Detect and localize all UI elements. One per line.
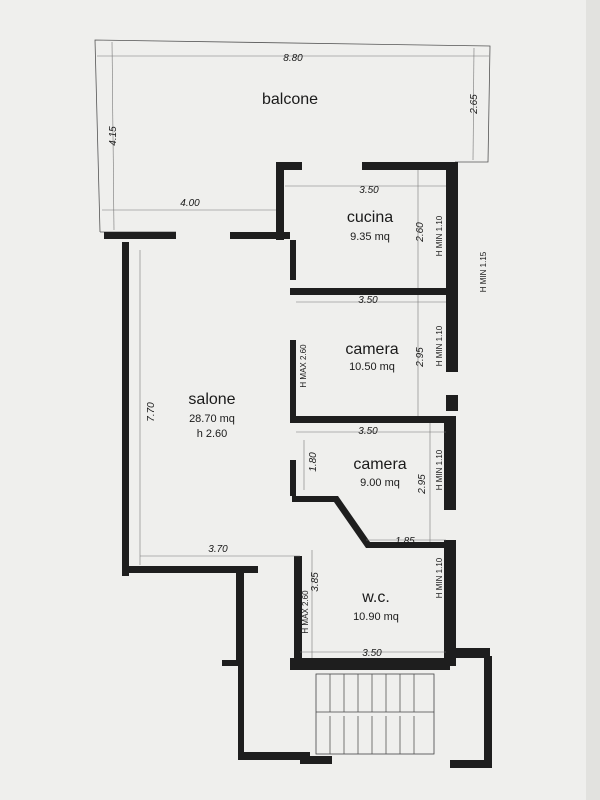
dim-salone-top: 4.00 <box>180 198 200 209</box>
wc-label: w.c. <box>361 589 390 606</box>
staircase <box>315 673 435 755</box>
dim-camera2-hall: 1.80 <box>308 452 319 472</box>
dim-wc-offset: 1.85 <box>395 536 415 547</box>
dim-camera1-depth: 2.95 <box>415 347 426 368</box>
camera1-area: 10.50 mq <box>349 361 395 373</box>
cucina-area: 9.35 mq <box>350 231 390 243</box>
dim-camera2-width: 3.50 <box>358 426 378 437</box>
wc-area: 10.90 mq <box>353 611 399 623</box>
note-hmin-camera1: H MIN 1.10 <box>435 325 444 366</box>
salone-area: 28.70 mq <box>189 413 235 425</box>
dim-balcone-width: 8.80 <box>283 53 303 64</box>
walls <box>104 162 492 768</box>
note-hmin-camera2: H MIN 1.10 <box>435 449 444 490</box>
note-hmax-camera1: H MAX 2.60 <box>299 344 308 388</box>
dim-cucina-width: 3.50 <box>359 185 379 196</box>
camera2-area: 9.00 mq <box>360 477 400 489</box>
salone-height: h 2.60 <box>197 428 228 440</box>
dim-wc-depth: 3.85 <box>310 572 321 592</box>
dim-salone-depth: 7.70 <box>146 402 157 422</box>
dim-balcone-right: 2.65 <box>469 94 480 115</box>
dim-balcone-left: 4.15 <box>108 126 119 146</box>
balcone-outline <box>94 39 491 233</box>
note-hmin-outer: H MIN 1.15 <box>479 251 488 292</box>
dim-camera2-depth: 2.95 <box>417 474 428 495</box>
note-hmin-cucina: H MIN 1.10 <box>435 215 444 256</box>
camera1-label: camera <box>345 341 398 358</box>
dim-camera1-width: 3.50 <box>358 295 378 306</box>
note-hmax-wc: H MAX 2.60 <box>301 590 310 634</box>
dim-salone-bottom: 3.70 <box>208 544 228 555</box>
salone-label: salone <box>188 391 235 408</box>
note-hmin-wc: H MIN 1.10 <box>435 557 444 598</box>
dimension-lines <box>139 170 446 658</box>
dim-wc-width: 3.50 <box>362 648 382 659</box>
camera2-label: camera <box>353 456 406 473</box>
dim-cucina-depth: 2.60 <box>415 222 426 243</box>
balcone-label: balcone <box>262 91 318 108</box>
cucina-label: cucina <box>347 209 393 226</box>
